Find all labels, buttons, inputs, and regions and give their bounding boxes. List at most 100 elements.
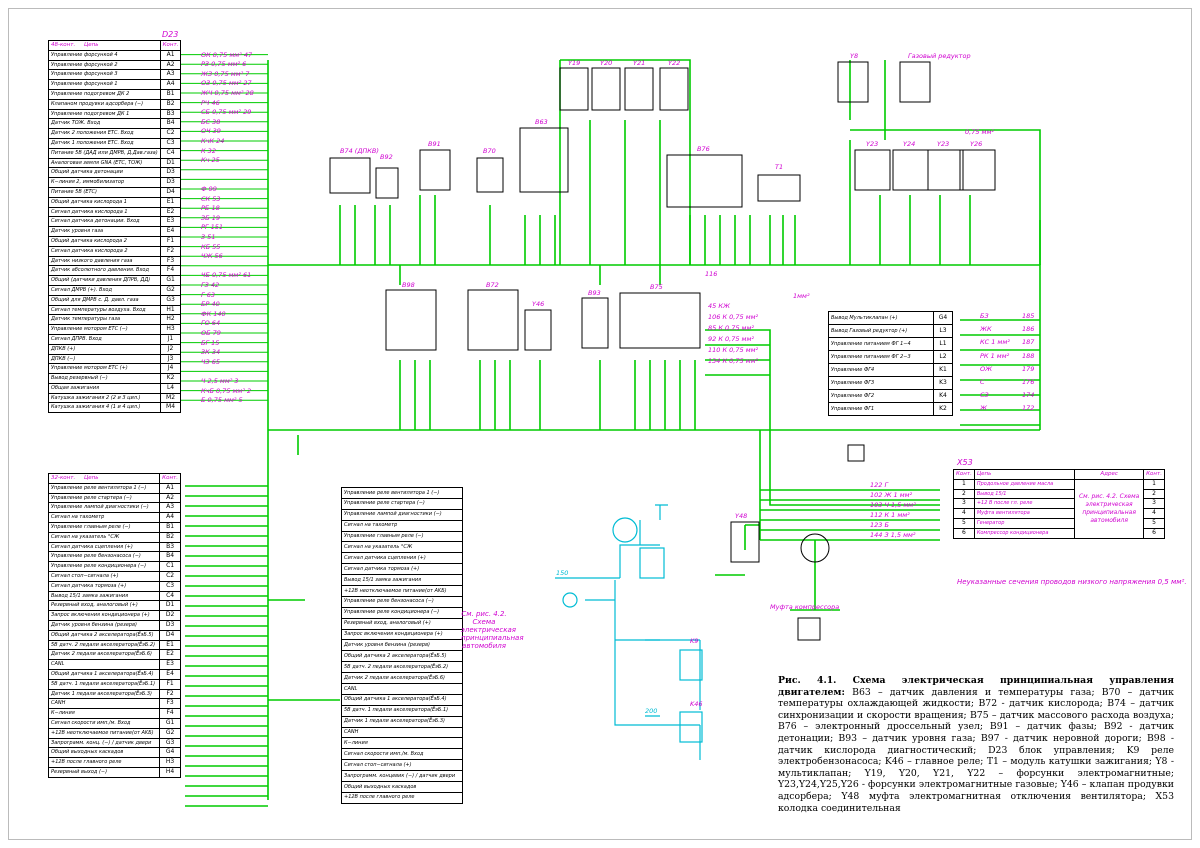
label-bus-116: 116: [705, 270, 718, 278]
mid-row: CANL: [341, 683, 463, 695]
t48-wire-tag: ЗК 34: [201, 348, 221, 357]
t48-wire-tag: РЗ 0,75 мм² 6: [201, 60, 247, 69]
t48-wire-tag: ФК 140: [201, 309, 226, 318]
label-b98: B98: [402, 281, 415, 289]
x53-feed: [769, 430, 940, 506]
x53-address-note: См. рис. 4.2. Схема электрическая принци…: [1074, 478, 1145, 539]
b63-body: [519, 127, 569, 193]
mid-signal: Датчик уровня бензина (резерв): [341, 639, 463, 652]
mid-signal: Запрос включения кондиционера (+): [341, 628, 463, 641]
x53-wire-tag: 122 Г: [870, 481, 889, 489]
mid-signal: Управление лампой диагностики (−): [341, 508, 463, 521]
y8-body: [837, 61, 869, 103]
gas-reducer-body: [899, 61, 931, 103]
gas-wire-num: 179: [1022, 364, 1035, 373]
t48-wire-tag: ОБ 79: [201, 329, 221, 337]
caption-text: B63 – датчик давления и температуры газа…: [778, 686, 1174, 814]
x53-title: X53: [957, 458, 973, 467]
t48-wire-tag: СК 53: [201, 194, 221, 203]
label-y8: Y8: [850, 52, 859, 60]
label-fuse200: 200: [645, 707, 658, 715]
t48-wire-tag: ОК 0,75 мм² 47: [201, 50, 253, 59]
mid-row: Общий датчика 2 акселератора(ЁэБ.5): [341, 650, 463, 663]
y20-body: [591, 67, 621, 111]
t48-wire-tag: КчК 24: [201, 137, 225, 145]
mid-row: Управление реле кондиционера (−): [341, 606, 463, 619]
t48-wire-tag: РБ 18: [201, 204, 220, 213]
y48-body: [730, 521, 760, 563]
label-075: 0,75 мм²: [965, 128, 994, 136]
t48-wire-tag: КчБ 0,75 мм² 2: [201, 386, 252, 395]
gas-supply-line: [850, 129, 1041, 265]
gas-wire-tag: КС 1 мм²: [980, 338, 1010, 347]
mid-signal: Сигнал датчика тормоза (+): [341, 563, 463, 576]
label-b76: B76: [697, 145, 710, 153]
label-1mm: 1мм²: [793, 292, 810, 300]
fuel-pump-circuit: [555, 504, 703, 760]
k9-relay-box: [679, 649, 703, 681]
mid-row: Сигнал на указатель °СЖ: [341, 541, 463, 554]
label-y26: Y26: [970, 140, 983, 148]
label-b72: B72: [486, 281, 499, 289]
y19-body: [559, 67, 589, 111]
t48-wire-tag: ЖЗ 0,75 мм² 7: [201, 69, 250, 78]
mid-signal: Запрограмм. концевик (−) / датчик двери: [341, 770, 463, 783]
caption-title: Рис. 4.1. Схема электрическая принципиал…: [778, 675, 1174, 698]
coil-wires: [769, 215, 796, 265]
label-y46: Y46: [532, 300, 545, 308]
t48-wire-tag: Б 0,75 мм² 5: [201, 396, 243, 405]
mid-signal: +12В после главного реле: [341, 791, 463, 804]
y21-body: [624, 67, 654, 111]
gas-pin: K3: [933, 376, 953, 390]
y23b-body: [927, 149, 964, 191]
b76-body: [666, 154, 743, 208]
gas-signal: Управление ФГ1: [828, 402, 934, 416]
vehicle-reference-table: Управление реле вентилятора 1 (−)Управле…: [341, 487, 463, 804]
t48-wire-tag: Кч 25: [201, 156, 220, 165]
mid-row: +12В неотключаемое питание(от AKБ): [341, 585, 463, 597]
label-y21: Y21: [633, 59, 646, 67]
label-fuse150: 150: [556, 569, 569, 577]
gas-wire-tag: БЗ: [980, 312, 989, 320]
mid-signal: Сигнал стоп−сигнала (+): [341, 759, 463, 772]
label-b92: B92: [380, 153, 393, 161]
b75-wire-tag: 134 К 0,75 мм²: [708, 357, 759, 365]
clutch-wires: [790, 540, 840, 611]
gas-wire-num: 187: [1022, 338, 1035, 347]
x53-pin2: 6: [1143, 527, 1165, 539]
gas-wire-num: 174: [1022, 391, 1035, 400]
injector-wires: [559, 59, 691, 265]
mid-row: Сигнал датчика тормоза (+): [341, 563, 463, 576]
label-b74: B74 (ДПКВ): [340, 147, 379, 155]
gas-wire-num: 185: [1022, 312, 1035, 320]
label-k9: K9: [690, 637, 699, 645]
mid-signal: Общий датчика 1 акселератора(ЁэБ.4): [341, 693, 463, 706]
mid-row: CANH: [341, 726, 463, 739]
b74-body: [329, 157, 371, 194]
fuel-pump-wires: [555, 520, 701, 760]
t48-wire-tag: ЧБ 0,75 мм² 61: [201, 271, 252, 280]
label-compressor-clutch: Муфта компрессора: [770, 603, 840, 611]
mid-row: Датчик 2 педали акселератора(ЁэБ.6): [341, 672, 463, 685]
t48-wire-tag: ГО 64: [201, 319, 221, 328]
mid-signal: +12В неотключаемое питание(от AKБ): [341, 585, 463, 597]
mid-signal: Резервный вход, аналоговый (+): [341, 617, 463, 630]
sensor-wires-left: [339, 195, 491, 265]
lower-sensor-wires: [399, 360, 696, 430]
t1-body: [757, 174, 801, 202]
b70-body: [476, 157, 504, 193]
t48-signal: Катушка зажигания 4 (1 и 4 цил.): [48, 402, 161, 414]
k46-relay-box: [679, 711, 703, 743]
lower-drops: [399, 265, 661, 285]
t48-wire-tag: КБ 55: [201, 242, 221, 251]
mid-row: Резервный вход, аналоговый (+): [341, 617, 463, 630]
y46-body: [524, 309, 552, 351]
b75-wire-tag: 85 К 0,75 мм²: [708, 324, 754, 332]
mid-row: 5В датч. 2 педали акселератора(ЁэБ.2): [341, 661, 463, 674]
drawing-frame: [8, 8, 1192, 840]
label-y20: Y20: [600, 59, 613, 67]
gas-injector-wires: [849, 60, 971, 265]
b75-wire-tag: 110 К 0,75 мм²: [708, 346, 759, 354]
label-k46: K46: [690, 700, 703, 708]
